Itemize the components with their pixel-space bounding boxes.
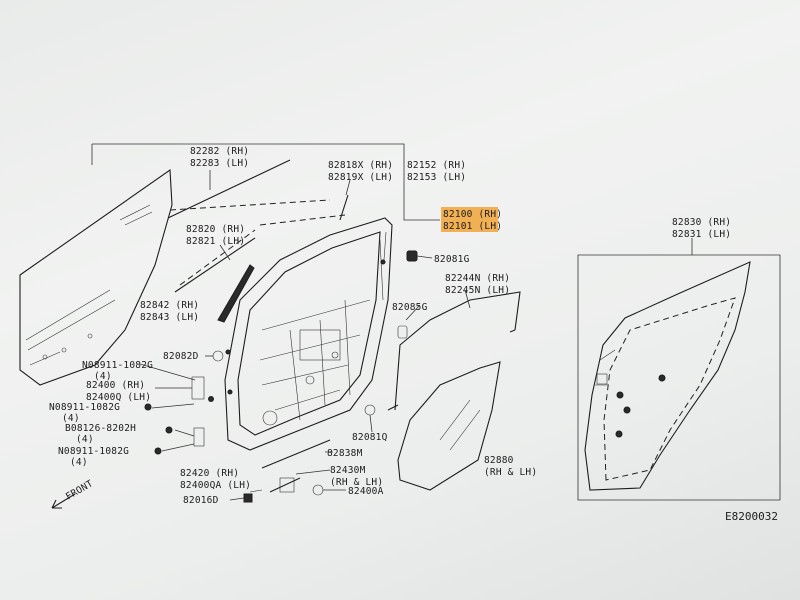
part-82830-weatherstrip — [584, 261, 751, 491]
part-82081g — [406, 250, 433, 262]
label-08911-a-qty: (4) — [94, 371, 112, 382]
part-82085g — [397, 304, 421, 339]
label-08911-c-qty: (4) — [70, 457, 88, 468]
selected-part-highlight — [441, 207, 498, 232]
label-08911-b-qty: (4) — [62, 413, 80, 424]
label-08911-b: N08911-1082G — [49, 402, 120, 413]
front-label: FRONT — [64, 478, 95, 502]
label-82838m: 82838M — [327, 448, 363, 459]
diagram-code: E8200032 — [725, 510, 778, 523]
label-08126: B08126-8202H — [65, 423, 136, 434]
label-82152: 82152 (RH) — [407, 160, 466, 171]
label-82100: 82100 (RH) — [443, 209, 502, 220]
top-bracket-line — [91, 143, 440, 221]
part-82818x — [339, 179, 351, 221]
label-82081q: 82081Q — [352, 432, 388, 443]
label-82430m: 82430M — [330, 465, 366, 476]
part-82838m — [261, 439, 333, 469]
part-82244n — [387, 289, 521, 411]
label-82843: 82843 (LH) — [140, 312, 199, 323]
part-82842 — [217, 264, 255, 323]
inner-door-frame — [224, 217, 393, 451]
label-08911-a: N08911-1082G — [82, 360, 153, 371]
label-08126-qty: (4) — [76, 434, 94, 445]
label-82400: 82400 (RH) — [86, 380, 145, 391]
label-82101: 82101 (LH) — [443, 221, 502, 232]
hinge-parts — [139, 363, 214, 455]
label-82831: 82831 (LH) — [672, 229, 731, 240]
assembly-dash-lines — [169, 199, 346, 286]
label-82818x: 82818X (RH) — [328, 160, 393, 171]
label-82282: 82282 (RH) — [190, 146, 249, 157]
part-labels: 82282 (RH) 82283 (LH) 82818X (RH) 82819X… — [49, 146, 778, 523]
label-82082d: 82082D — [163, 351, 199, 362]
lock-parts — [229, 469, 346, 503]
label-82153: 82153 (LH) — [407, 172, 466, 183]
part-82880-glass — [397, 361, 501, 491]
outer-door-panel — [19, 168, 173, 386]
label-82081g: 82081G — [434, 254, 470, 265]
label-82016d: 82016D — [183, 495, 219, 506]
label-82842: 82842 (RH) — [140, 300, 199, 311]
label-82880: 82880 — [484, 455, 514, 466]
label-82400a: 82400A — [348, 486, 384, 497]
label-82400qa: 82400QA (LH) — [180, 480, 251, 491]
label-82420: 82420 (RH) — [180, 468, 239, 479]
part-82082d — [205, 350, 224, 362]
label-82820: 82820 (RH) — [186, 224, 245, 235]
weatherstrip-frame — [577, 254, 781, 501]
label-82283: 82283 (LH) — [190, 158, 249, 169]
label-82830: 82830 (RH) — [672, 217, 731, 228]
label-82819x: 82819X (LH) — [328, 172, 393, 183]
part-82282 — [167, 159, 291, 219]
label-82821: 82821 (LH) — [186, 236, 245, 247]
label-82430m-sides: (RH & LH) — [330, 477, 383, 488]
label-08911-c: N08911-1082G — [58, 446, 129, 457]
label-82400q: 82400Q (LH) — [86, 392, 151, 403]
part-82081q — [364, 404, 376, 433]
label-82244n: 82244N (RH) — [445, 273, 510, 284]
label-82880-sides: (RH & LH) — [484, 467, 537, 478]
front-arrow-icon — [51, 493, 76, 509]
label-82245n: 82245N (LH) — [445, 285, 510, 296]
label-82085g: 82085G — [392, 302, 428, 313]
